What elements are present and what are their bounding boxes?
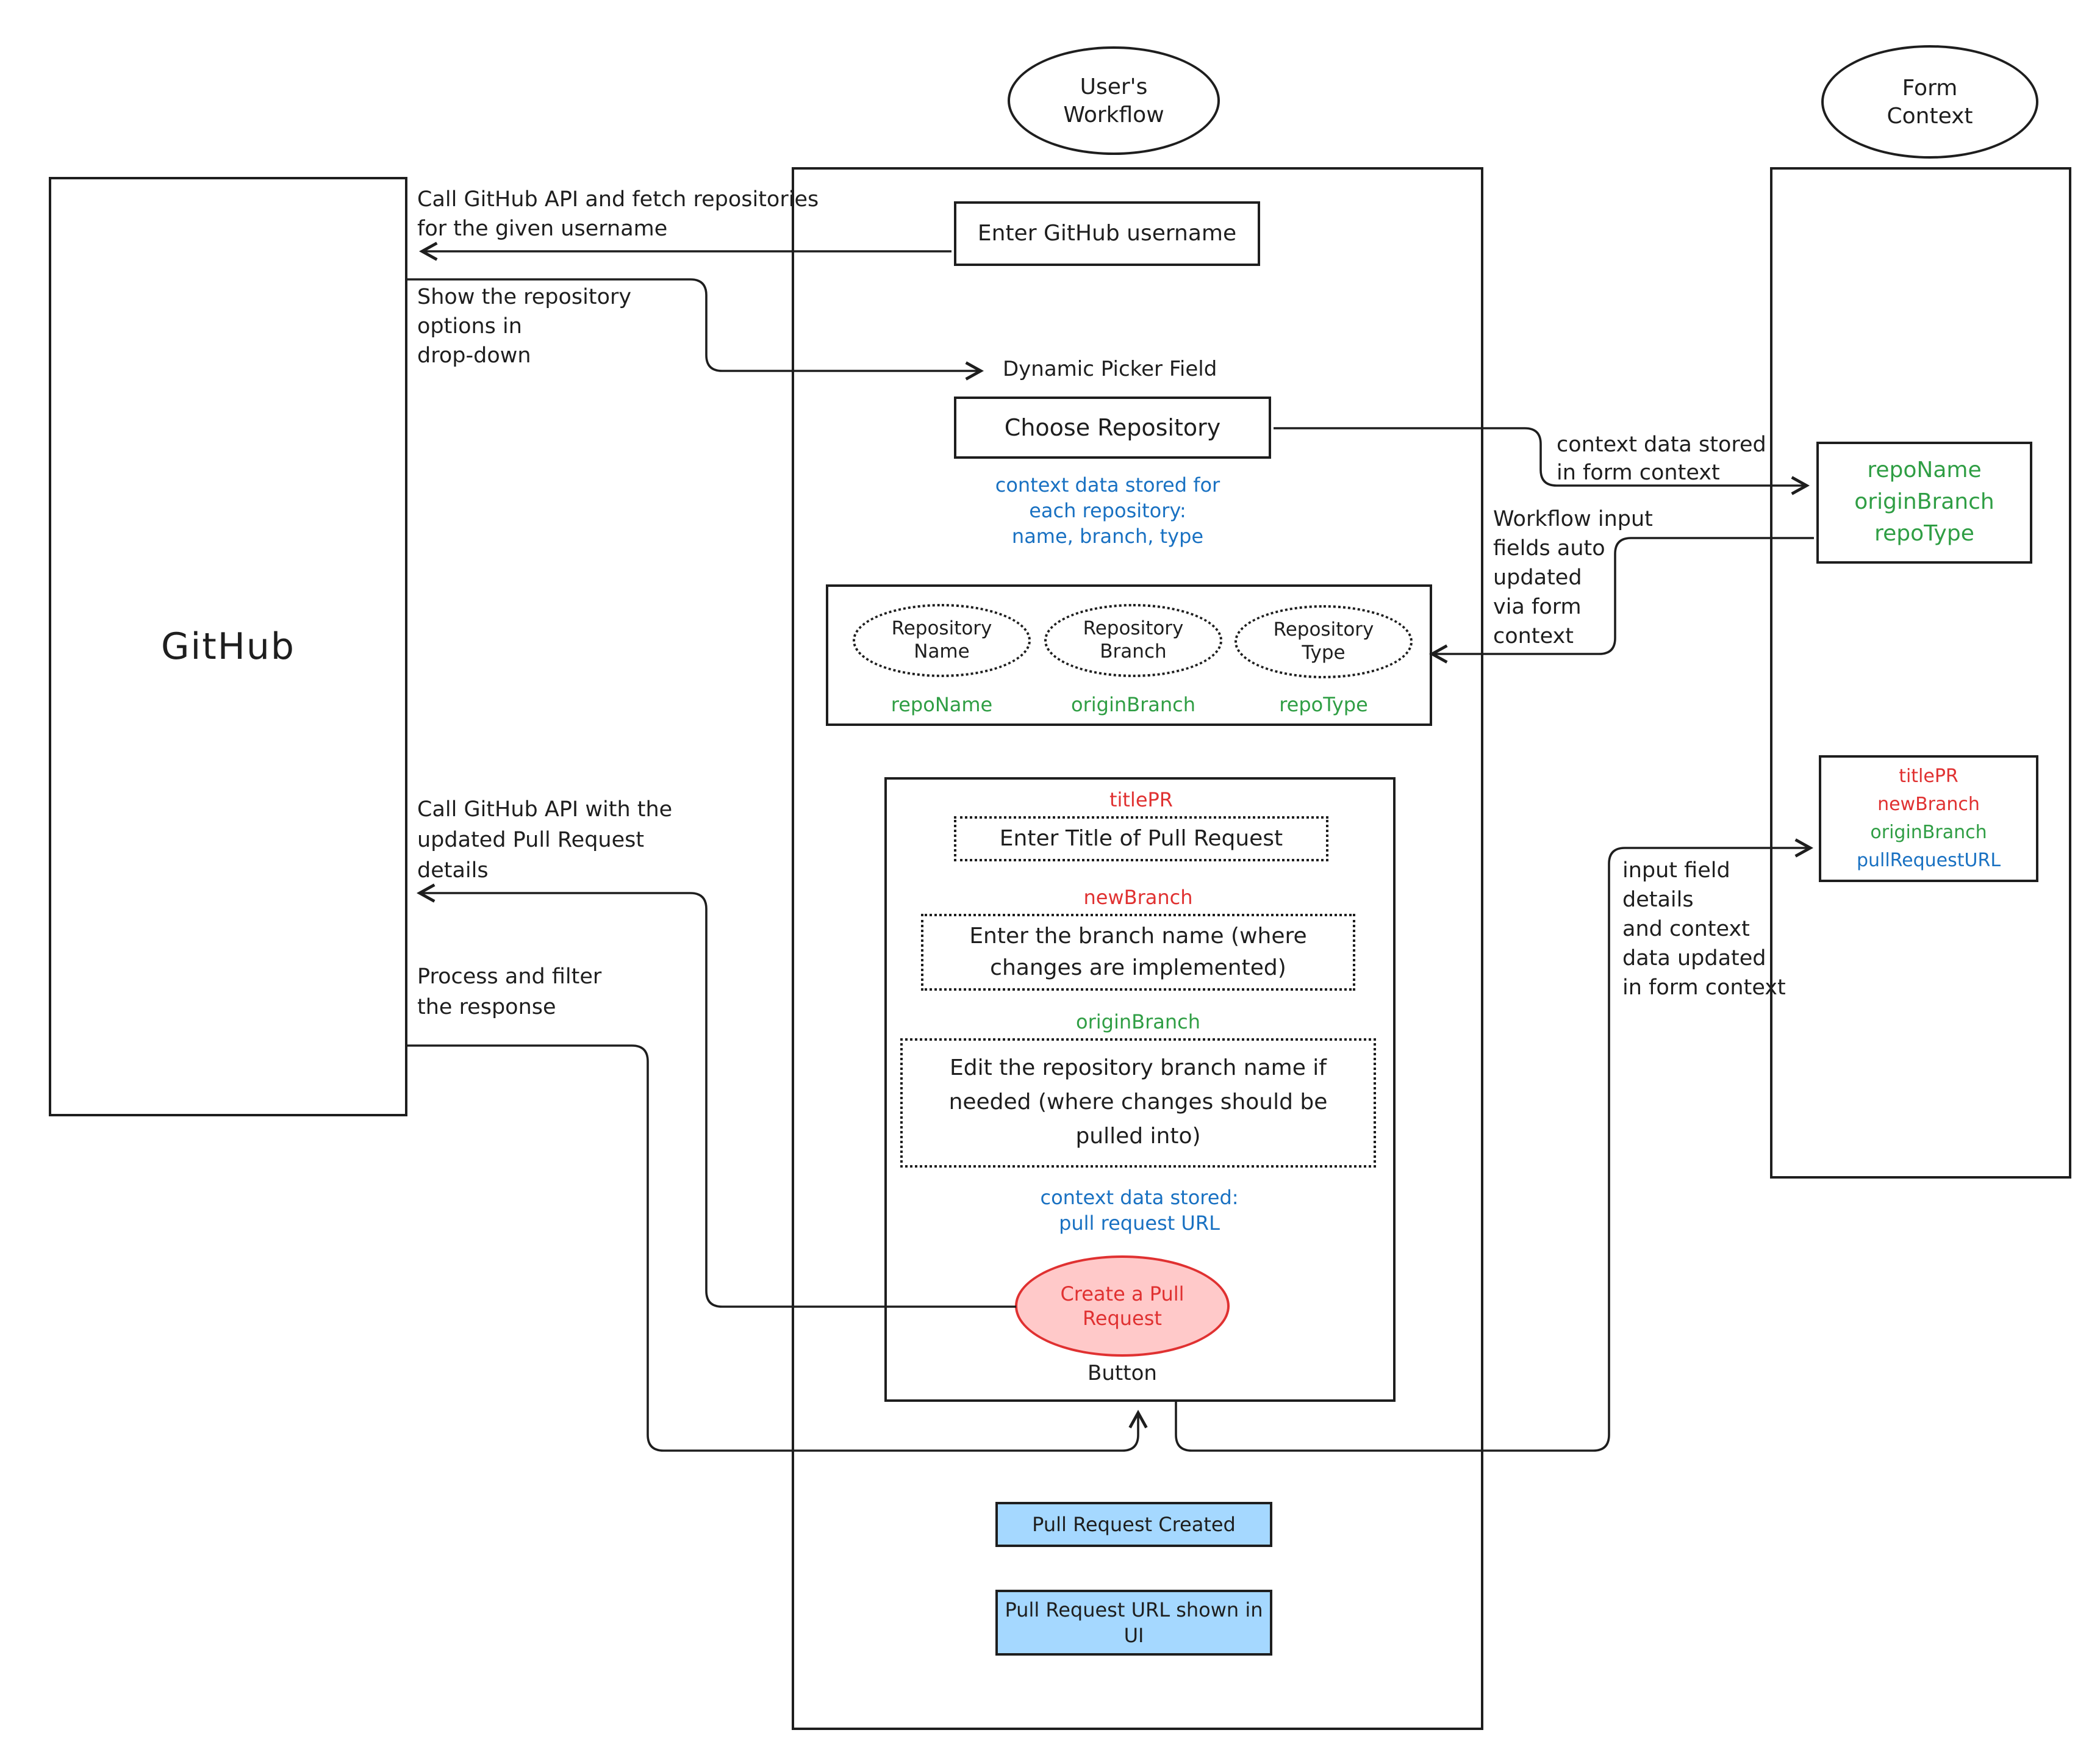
repository-type-field: Repository Type bbox=[1235, 605, 1413, 678]
form-context-var-origin-branch2: originBranch bbox=[1870, 821, 1987, 843]
github-label: GitHub bbox=[161, 625, 295, 668]
origin-branch-field[interactable]: Edit the repository branch name if neede… bbox=[900, 1038, 1376, 1168]
form-context-var-new-branch: newBranch bbox=[1877, 793, 1980, 815]
create-pull-request-button[interactable]: Create a Pull Request bbox=[1015, 1255, 1230, 1357]
github-lane-box: GitHub bbox=[49, 177, 407, 1116]
choose-repository-field[interactable]: Choose Repository bbox=[954, 397, 1271, 459]
form-context-var-origin-branch: originBranch bbox=[1854, 489, 1994, 515]
repo-name-var: repoName bbox=[891, 693, 993, 716]
button-caption: Button bbox=[1088, 1362, 1157, 1386]
repository-name-field: Repository Name bbox=[853, 604, 1031, 677]
form-context-repo-vars-box: repoName originBranch repoType bbox=[1816, 442, 2032, 564]
new-branch-var: newBranch bbox=[1083, 886, 1193, 909]
enter-username-field[interactable]: Enter GitHub username bbox=[954, 201, 1260, 266]
new-branch-field[interactable]: Enter the branch name (where changes are… bbox=[921, 914, 1355, 991]
users-workflow-ellipse: User's Workflow bbox=[1008, 46, 1220, 155]
repository-branch-field: Repository Branch bbox=[1044, 604, 1222, 677]
pr-url-note: context data stored: pull request URL bbox=[1040, 1186, 1239, 1235]
form-context-var-pull-request-url: pullRequestURL bbox=[1856, 849, 2001, 871]
pr-created-box: Pull Request Created bbox=[995, 1502, 1272, 1547]
title-pr-field[interactable]: Enter Title of Pull Request bbox=[954, 816, 1328, 861]
label-call-api-pr: Call GitHub API with the updated Pull Re… bbox=[417, 798, 673, 883]
form-context-lane-box bbox=[1770, 167, 2071, 1179]
label-context-stored: context data stored in form context bbox=[1557, 433, 1766, 486]
label-input-updated: input field details and context data upd… bbox=[1622, 859, 1786, 1000]
origin-branch-var-form: originBranch bbox=[1076, 1010, 1200, 1033]
dynamic-picker-label: Dynamic Picker Field bbox=[1003, 357, 1217, 382]
label-auto-updated: Workflow input fields auto updated via f… bbox=[1493, 508, 1653, 649]
label-process-filter: Process and filter the response bbox=[417, 965, 602, 1020]
form-context-var-repo-type: repoType bbox=[1874, 521, 1974, 547]
label-show-options: Show the repository options in drop-down bbox=[417, 285, 632, 368]
form-context-ellipse: Form Context bbox=[1821, 45, 2038, 159]
label-fetch-repositories: Call GitHub API and fetch repositories f… bbox=[417, 188, 819, 242]
pr-url-shown-box: Pull Request URL shown in UI bbox=[995, 1590, 1272, 1656]
title-pr-var: titlePR bbox=[1109, 788, 1174, 811]
repo-context-note: context data stored for each repository:… bbox=[995, 473, 1220, 548]
form-context-var-repo-name: repoName bbox=[1867, 458, 1982, 483]
repo-type-var: repoType bbox=[1279, 693, 1368, 716]
origin-branch-var: originBranch bbox=[1071, 693, 1195, 716]
form-context-pr-vars-box: titlePR newBranch originBranch pullReque… bbox=[1819, 755, 2038, 882]
form-context-var-title-pr: titlePR bbox=[1899, 765, 1958, 787]
